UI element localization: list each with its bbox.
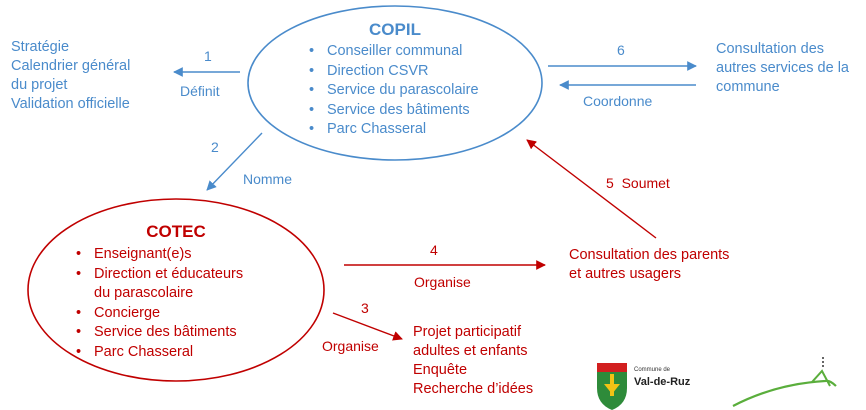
arrow-3-number: 3 [361, 300, 369, 316]
cotec-ellipse [27, 198, 325, 382]
arrow-2-label: Nomme [243, 171, 293, 187]
cotec-member: Enseignant(e)s [72, 245, 243, 265]
participatory-line: Enquête [413, 362, 468, 378]
logo-commune-de: Commune de [634, 367, 671, 373]
cotec-member: Parc Chasseral [72, 343, 243, 363]
cotec-member-text: Enseignant(e)s [94, 246, 192, 262]
cotec-member-text: Concierge [94, 304, 161, 321]
arrow-2-number: 2 [211, 139, 219, 155]
arrow-5 [526, 139, 657, 239]
outcomes-list: Stratégie Calendrier général du projet V… [11, 38, 130, 114]
logo-val-de-ruz: Val-de-Ruz [634, 376, 691, 388]
cotec-member: Concierge [72, 304, 243, 324]
cotec-title: COTEC [146, 222, 206, 241]
participatory-project: Projet participatif adultes et enfants E… [413, 323, 533, 399]
copil-members: Conseiller communal Direction CSVR Servi… [305, 42, 479, 140]
copil-member: Parc Chasseral [305, 120, 479, 140]
copil-member: Service du parascolaire [305, 81, 479, 101]
arrow-1-number: 1 [204, 48, 212, 64]
consultation-services-line: Consultation des [716, 41, 825, 57]
outcome-line: Validation officielle [11, 96, 130, 112]
cotec-member-text: du parascolaire [94, 285, 194, 301]
copil-member: Service des bâtiments [305, 101, 479, 121]
consultation-parents-line: et autres usagers [569, 266, 682, 282]
outcome-line: Calendrier général [11, 58, 131, 74]
arrow-6-number: 6 [617, 42, 625, 58]
copil-member: Direction CSVR [305, 62, 479, 82]
val-de-ruz-shield-icon [597, 363, 627, 410]
arrow-1-label: Définit [180, 83, 220, 99]
parc-logo-swoosh [732, 379, 837, 407]
consultation-parents-line: Consultation des parents [569, 247, 730, 263]
arrow-2 [206, 132, 263, 191]
arrow-4-number: 4 [430, 242, 438, 258]
outcome-line: du projet [11, 77, 68, 93]
cotec-member-text: Parc Chasseral [94, 343, 194, 360]
cotec-member-text: Service des bâtiments [94, 324, 237, 340]
consultation-services: Consultation des autres services de la c… [716, 40, 849, 97]
copil-title: COPIL [369, 20, 421, 39]
arrow-4-label: Organise [414, 274, 471, 290]
copil-member: Conseiller communal [305, 42, 479, 62]
outcome-line: Stratégie [11, 39, 70, 55]
cotec-member: Direction et éducateurs du parascolaire [72, 265, 243, 304]
consultation-parents: Consultation des parents et autres usage… [569, 246, 729, 284]
arrow-3 [332, 312, 403, 341]
participatory-line: adultes et enfants [413, 343, 528, 359]
arrow-3-label: Organise [322, 338, 379, 354]
arrow-5-label: 5 Soumet [606, 175, 670, 191]
copil-ellipse [247, 5, 543, 161]
cotec-members: Enseignant(e)s Direction et éducateurs du… [72, 245, 243, 362]
consultation-services-line: autres services de la [716, 60, 849, 76]
cotec-member-text: Direction et éducateurs [94, 265, 244, 282]
cotec-member: Service des bâtiments [72, 323, 243, 343]
participatory-line: Recherche d’idées [413, 381, 534, 397]
consultation-services-line: commune [716, 79, 780, 95]
parc-logo-peak [811, 369, 831, 387]
participatory-line: Projet participatif [413, 324, 521, 340]
arrow-6-label: Coordonne [583, 93, 653, 109]
